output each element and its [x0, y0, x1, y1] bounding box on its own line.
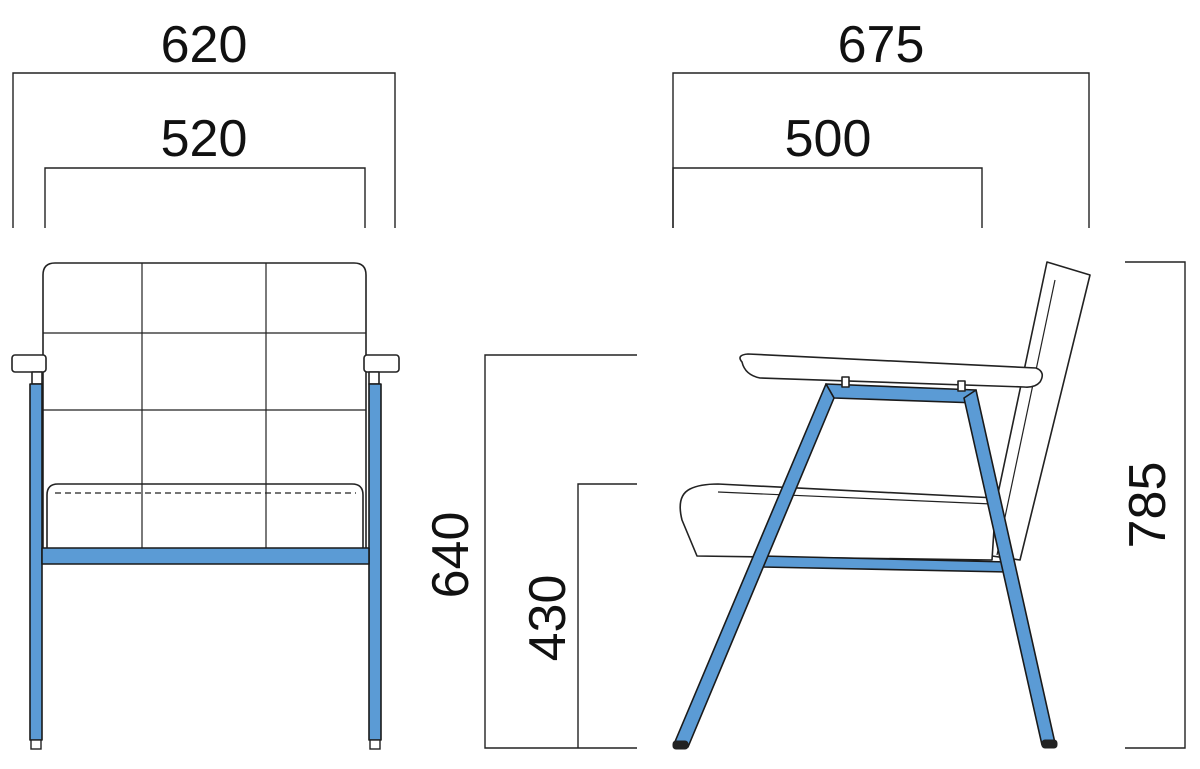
side-front-foot — [672, 740, 689, 750]
arm-height-dimension: 640 — [422, 354, 637, 749]
front-left-armrest — [11, 354, 47, 373]
front-seat-cushion — [46, 483, 364, 551]
side-frame — [673, 383, 1056, 748]
overall-height-dimension: 785 — [1119, 261, 1186, 749]
front-seat-width-label: 520 — [161, 110, 248, 168]
seat-height-label: 430 — [519, 575, 577, 662]
side-overall-depth-dimension: 675 — [672, 16, 1090, 228]
side-seat-cushion — [679, 483, 997, 561]
overall-height-label: 785 — [1119, 462, 1177, 549]
front-backrest — [42, 262, 367, 551]
front-overall-width-label: 620 — [161, 16, 248, 74]
side-overall-depth-label: 675 — [838, 16, 925, 74]
side-armrest — [739, 353, 1044, 392]
front-right-armrest — [363, 354, 400, 373]
side-view: 675 500 640 430 785 — [422, 16, 1186, 750]
side-rear-foot — [1041, 739, 1058, 749]
front-view: 620 520 — [11, 16, 400, 750]
side-seat-depth-dimension: 500 — [672, 110, 983, 228]
side-seat-depth-label: 500 — [785, 110, 872, 168]
front-overall-width-dimension: 620 — [12, 16, 396, 228]
arm-height-label: 640 — [422, 512, 480, 599]
seat-height-dimension: 430 — [519, 483, 637, 748]
front-seat-width-dimension: 520 — [44, 110, 366, 228]
